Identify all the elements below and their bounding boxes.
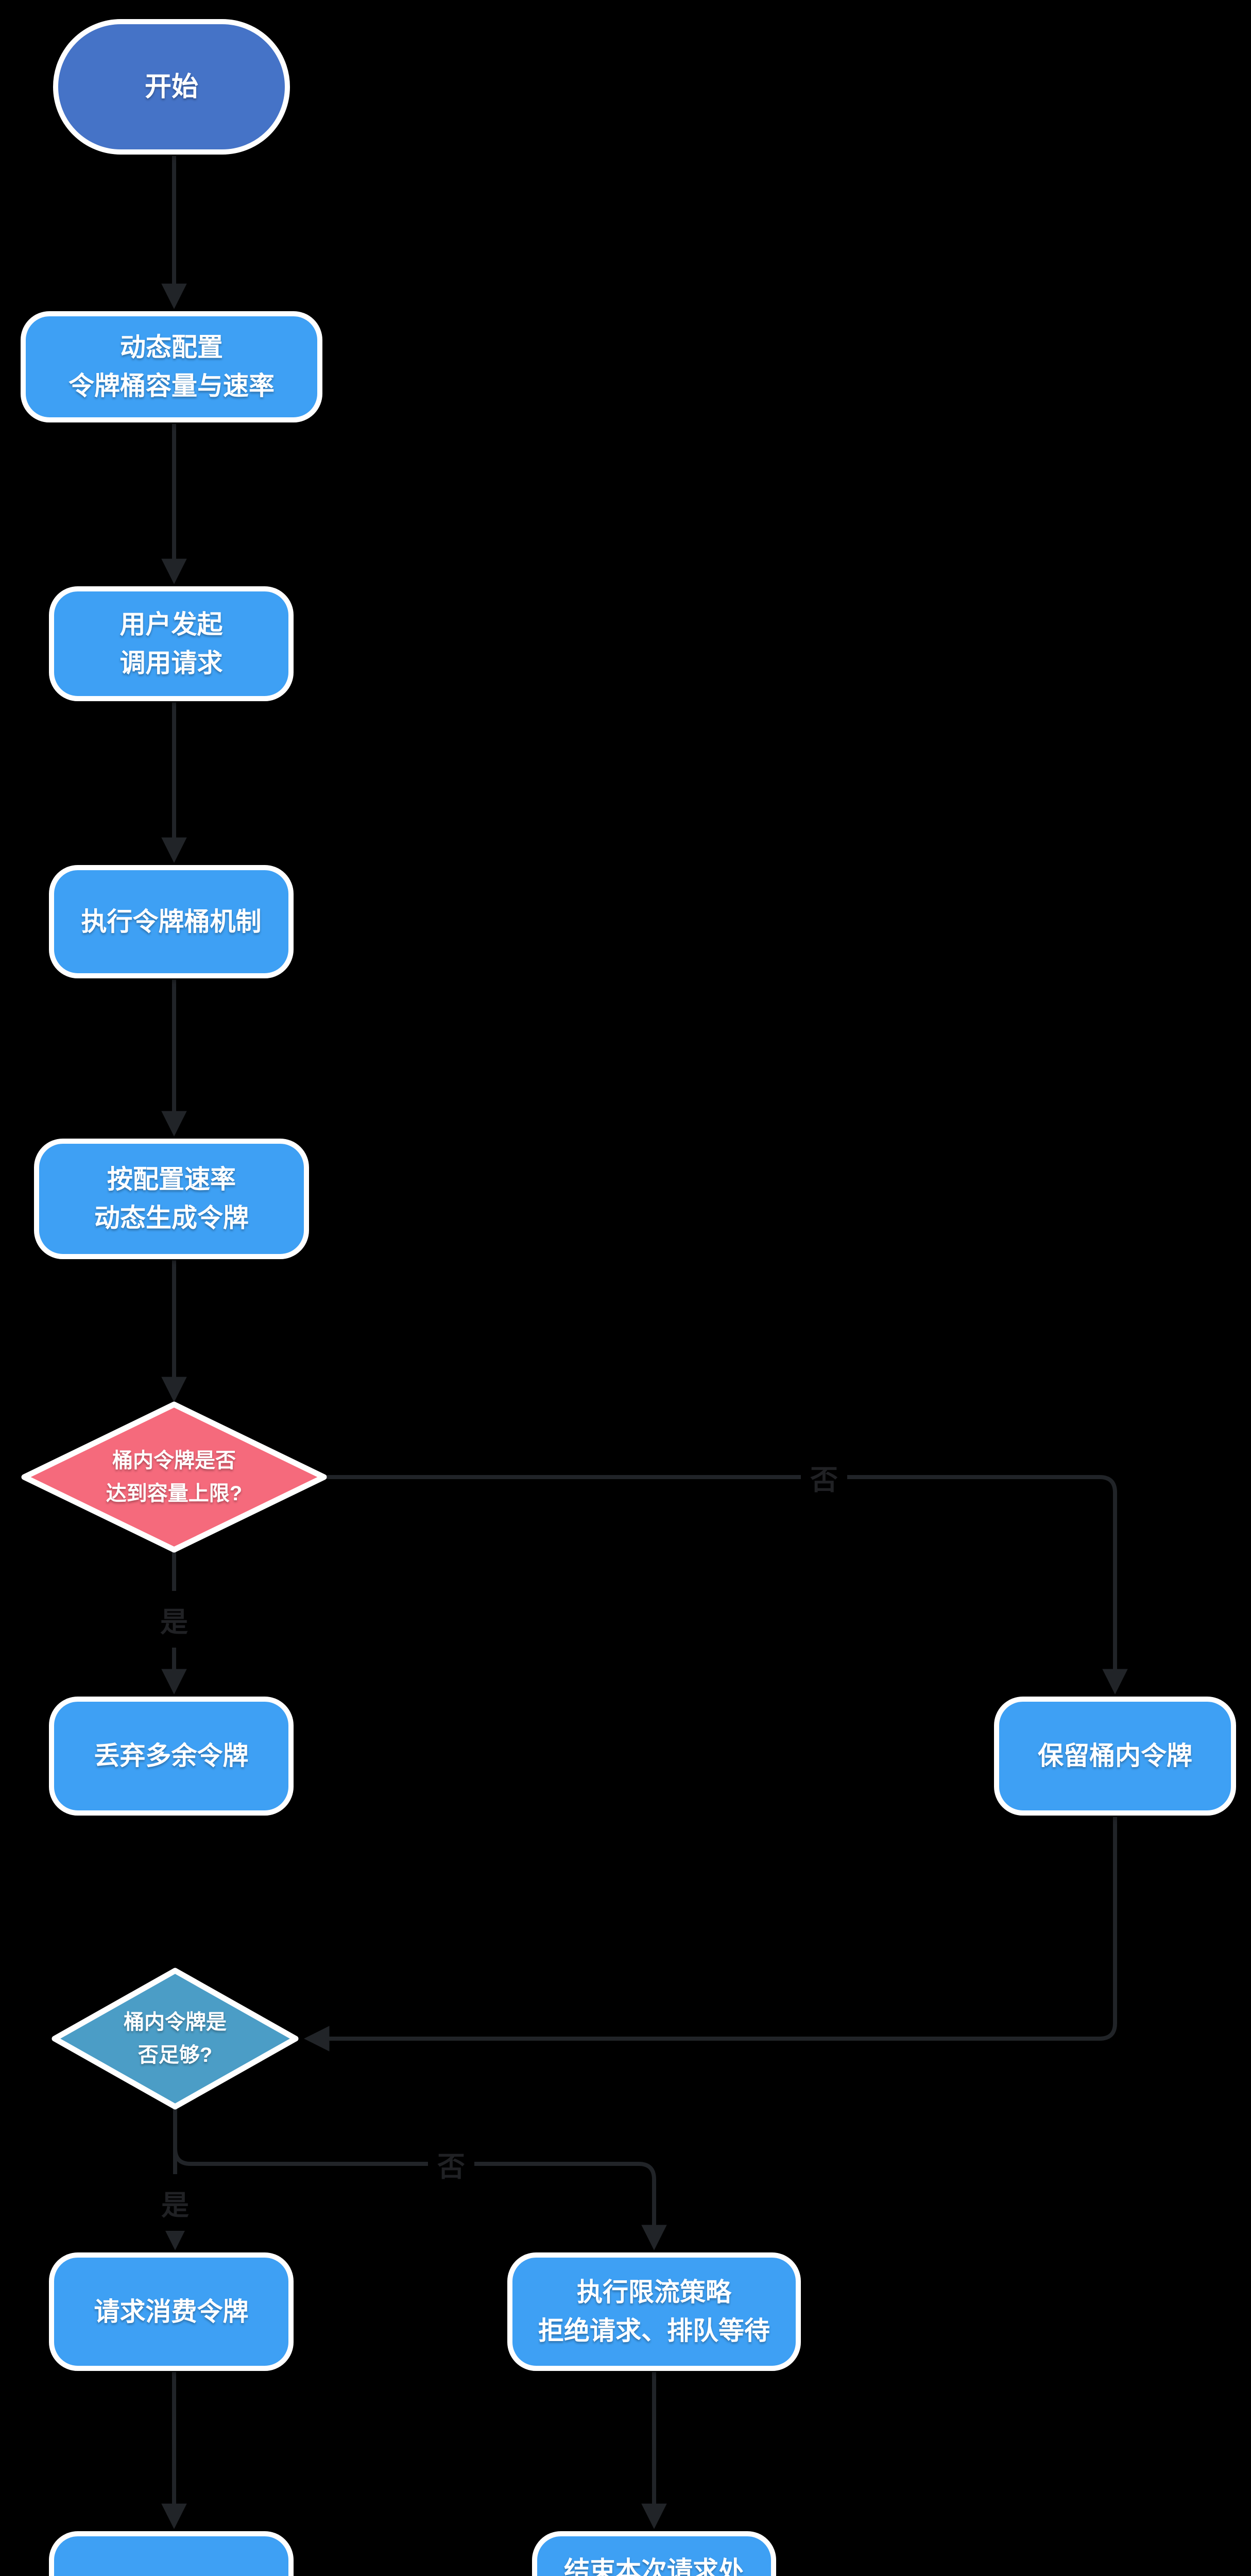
node-discard: 丢弃多余令牌 [49, 1697, 294, 1816]
node-config: 动态配置 令牌桶容量与速率 [21, 311, 322, 422]
edge-label-yes-capacity: 是 [151, 1591, 197, 1648]
edge-keep-enoughcheck [304, 1817, 1117, 2052]
edge-label-no-enough: 否 [428, 2136, 474, 2192]
node-discard-line1: 丢弃多余令牌 [94, 1741, 249, 1770]
node-start-label: 开始 [144, 72, 198, 102]
enough-check-shape [52, 1968, 299, 2110]
node-limit-policy: 执行限流策略 拒绝请求、排队等待 [507, 2252, 801, 2371]
node-end-request-line1: 结束本次请求处 [564, 2556, 744, 2576]
edge-capcheck-keep-no [324, 1475, 1128, 1694]
node-user-request: 用户发起 调用请求 [49, 586, 294, 701]
edge-label-yes-enough: 是 [152, 2174, 198, 2231]
node-capacity-check-line1: 桶内令牌是否 [112, 1449, 236, 1472]
node-keep-line1: 保留桶内令牌 [1038, 1741, 1192, 1770]
node-user-request-line2: 调用请求 [119, 648, 223, 677]
node-keep: 保留桶内令牌 [994, 1697, 1236, 1816]
node-capacity-check-line2: 达到容量上限? [106, 1482, 243, 1505]
node-limit-policy-line1: 执行限流策略 [577, 2278, 731, 2307]
edge-label-no-capacity: 否 [801, 1449, 847, 1505]
node-continue-line1: 继续后续处理 [94, 2571, 249, 2576]
node-config-line1: 动态配置 [120, 333, 223, 362]
edge-enoughcheck-limit-no [173, 2108, 667, 2250]
node-limit-policy-line2: 拒绝请求、排队等待 [538, 2316, 770, 2345]
node-enough-check-line1: 桶内令牌是 [124, 2011, 227, 2033]
node-gen-tokens: 按配置速率 动态生成令牌 [34, 1139, 309, 1259]
node-enough-check-line2: 否足够? [138, 2044, 213, 2066]
node-gen-tokens-line1: 按配置速率 [107, 1165, 236, 1194]
node-exec-bucket: 执行令牌桶机制 [49, 865, 294, 978]
capacity-check-shape [21, 1401, 327, 1553]
node-gen-tokens-line2: 动态生成令牌 [94, 1204, 249, 1232]
node-consume: 请求消费令牌 [49, 2252, 294, 2371]
node-exec-bucket-line1: 执行令牌桶机制 [81, 907, 262, 936]
node-enough-check: 桶内令牌是 否足够? [49, 1965, 301, 2112]
node-capacity-check: 桶内令牌是否 达到容量上限? [19, 1399, 329, 1555]
node-continue: 继续后续处理 [49, 2531, 294, 2576]
node-consume-line1: 请求消费令牌 [94, 2297, 249, 2326]
node-config-line2: 令牌桶容量与速率 [68, 371, 275, 400]
node-end-request: 结束本次请求处 理 [532, 2531, 776, 2576]
node-start: 开始 [53, 19, 290, 155]
node-user-request-line1: 用户发起 [119, 609, 223, 639]
